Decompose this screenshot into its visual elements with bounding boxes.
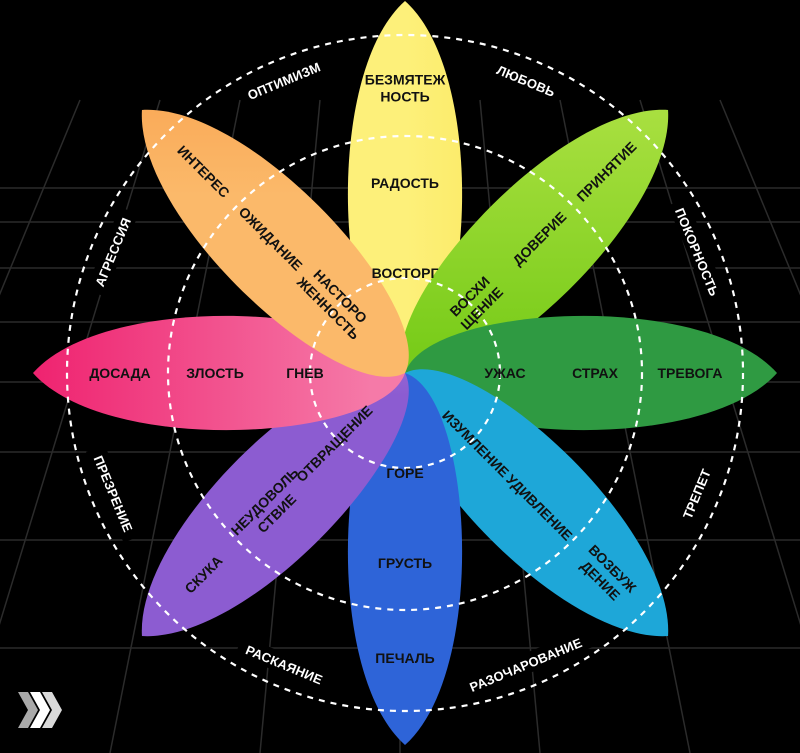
combination-label-bg — [673, 457, 719, 530]
emotion-label: УЖАС — [484, 365, 525, 381]
emotion-label: ПЕЧАЛЬ — [375, 650, 434, 666]
combination-label-bg — [458, 628, 593, 700]
combination-label-bg — [85, 444, 143, 543]
emotion-label: ДОСАДА — [89, 365, 150, 381]
combination-label-bg — [238, 53, 329, 107]
combination-label-bg — [85, 206, 139, 297]
emotion-label: ТРЕВОГА — [657, 365, 722, 381]
combination-label-bg — [490, 57, 563, 103]
petal-green — [401, 109, 669, 377]
diamond-logo-icon — [18, 692, 62, 728]
emotion-label: ГРУСТЬ — [378, 555, 432, 571]
emotion-label: ГОРЕ — [386, 465, 423, 481]
emotion-label: ЗЛОСТЬ — [186, 365, 244, 381]
petal-purple — [141, 369, 409, 637]
dashed-rings — [65, 33, 745, 713]
petals-group — [33, 1, 777, 745]
combination-label-bg — [235, 635, 334, 693]
emotion-label: СТРАХ — [572, 365, 619, 381]
ring-inner — [308, 276, 502, 470]
combination-label-bg — [667, 198, 728, 306]
emotion-label: РАДОСТЬ — [371, 175, 439, 191]
ring-middle — [166, 134, 644, 612]
combination-label: РАЗОЧАРОВАНИЕ — [467, 635, 584, 695]
ring-outer — [65, 33, 745, 713]
petal-cyan — [401, 369, 669, 637]
emotion-label: ВОСТОРГ — [372, 265, 439, 281]
petal-orange — [141, 109, 409, 377]
emotion-label: ГНЕВ — [286, 365, 324, 381]
